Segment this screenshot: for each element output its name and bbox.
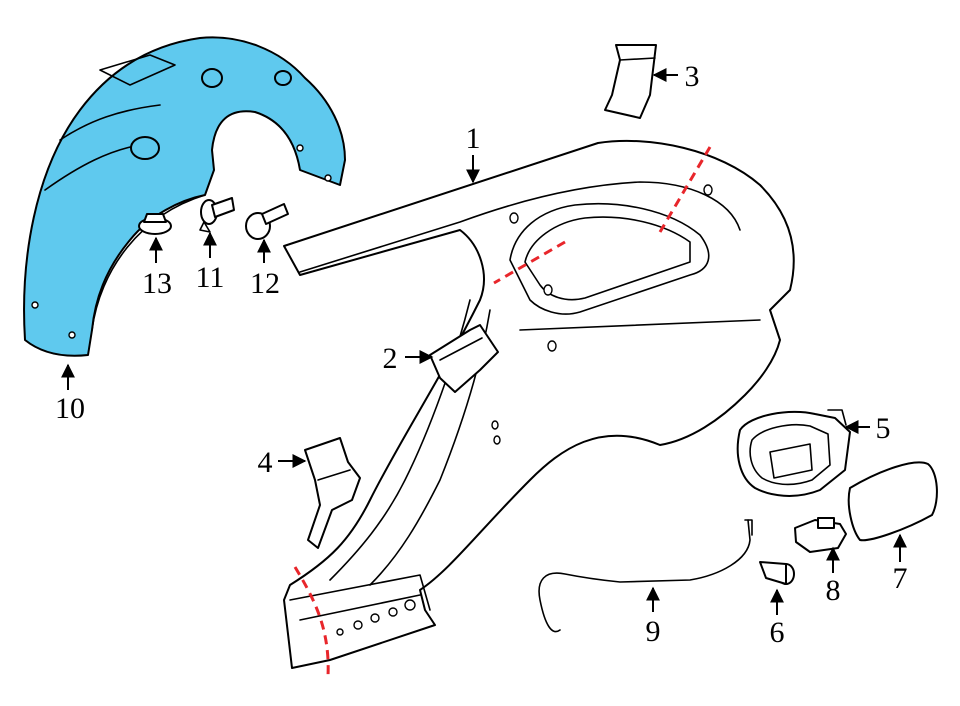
wheelhouse-liner	[23, 36, 346, 357]
bracket-part-3	[604, 44, 657, 119]
bumper-stop	[759, 561, 795, 585]
fuel-door-housing	[736, 409, 851, 497]
cut-lines	[293, 146, 712, 677]
fastener-11-clip	[199, 197, 235, 233]
callout-6: 6	[770, 616, 785, 649]
liner-hole-3	[296, 144, 304, 152]
callout-10: 10	[55, 392, 85, 425]
bracket-2-shape	[429, 324, 499, 393]
clip-tip	[199, 221, 211, 233]
liner-boss-3	[274, 70, 292, 86]
housing-inner	[749, 423, 831, 486]
housing-outer	[736, 410, 851, 497]
liner-inner-edge	[91, 194, 206, 331]
callout-5: 5	[876, 412, 891, 445]
fuel-door-shape	[847, 461, 938, 542]
callout-7: 7	[893, 562, 908, 595]
callout-3: 3	[685, 60, 700, 93]
fastener-12-bolt	[245, 203, 289, 240]
qp-hole-4	[547, 340, 557, 352]
actuator-connector	[817, 517, 835, 529]
bracket-part-2	[429, 324, 499, 393]
qp-hole-2	[703, 184, 713, 196]
bolt-shank	[261, 203, 289, 225]
qp-hole-11	[336, 628, 344, 636]
callout-4: 4	[258, 446, 273, 479]
clip-shank	[211, 197, 235, 218]
housing-neck	[769, 443, 813, 479]
liner-hole-4	[324, 174, 332, 182]
liner-boss-2	[201, 68, 223, 88]
release-cable	[538, 519, 753, 633]
callout-8: 8	[826, 574, 841, 607]
callout-9: 9	[646, 615, 661, 648]
fastener-13-nut	[138, 213, 172, 235]
liner-rib	[59, 104, 161, 141]
liner-hole-2	[68, 331, 76, 339]
qp-hole-8	[388, 607, 398, 617]
window-inner	[524, 216, 691, 301]
actuator	[794, 517, 847, 553]
callout-12: 12	[250, 267, 280, 300]
quarter-panel-outline	[283, 139, 795, 669]
fuel-door	[847, 461, 938, 542]
liner-body	[23, 36, 346, 357]
bracket-4-fold	[317, 469, 351, 481]
callout-arrows	[61, 68, 907, 615]
callout-13: 13	[142, 267, 172, 300]
bracket-3-fold	[619, 57, 656, 61]
cable-end	[744, 519, 753, 536]
sill-inner	[299, 594, 421, 621]
bracket-part-4	[304, 437, 361, 549]
quarter-panel-lower-crease	[519, 319, 761, 331]
qp-hole-1	[509, 212, 519, 224]
quarter-panel-crease-top	[299, 181, 741, 273]
callout-labels: 1 2 3 4 5 6 7 8 9 10 11 12 13	[55, 60, 908, 649]
liner-panel-top	[99, 54, 176, 86]
cut-line-roof	[658, 146, 712, 233]
liner-hole-1	[31, 301, 39, 309]
bracket-3-shape	[604, 44, 657, 119]
callout-11: 11	[196, 261, 225, 294]
qp-hole-5	[491, 420, 499, 430]
qp-hole-7	[404, 599, 416, 611]
qp-hole-9	[370, 613, 380, 623]
qp-hole-10	[353, 620, 363, 630]
qp-hole-3	[543, 284, 553, 296]
bumper-body	[759, 561, 787, 585]
bracket-4-shape	[304, 437, 361, 549]
cable-line	[538, 519, 751, 633]
bracket-2-fold	[439, 337, 483, 361]
qp-hole-6	[493, 435, 501, 445]
callout-1: 1	[466, 122, 481, 155]
window-opening	[509, 202, 710, 315]
cut-line-pillar	[493, 240, 566, 285]
callout-2: 2	[383, 342, 398, 375]
liner-boss-1	[130, 136, 160, 160]
nut-body	[143, 213, 167, 223]
sill-edge	[289, 574, 431, 611]
